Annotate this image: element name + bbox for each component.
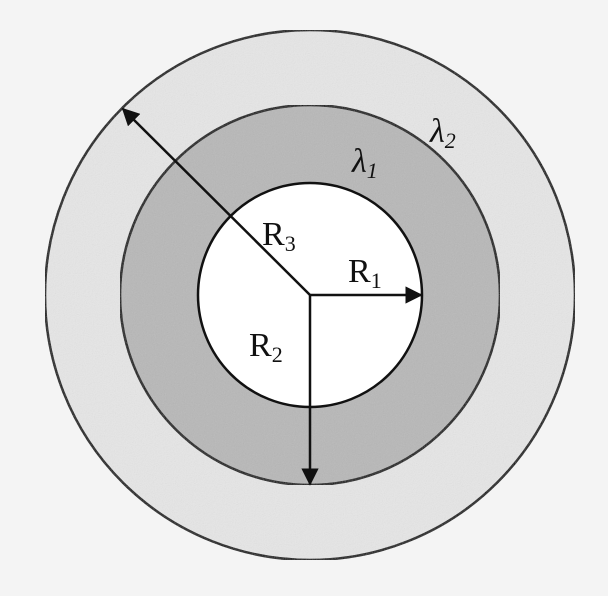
lambda1-label: λ1 xyxy=(351,143,378,183)
r1-label: R1 xyxy=(348,253,382,293)
r3-arrow xyxy=(121,107,311,296)
lambda2-label: λ2 xyxy=(429,113,456,153)
r3-label: R3 xyxy=(262,216,296,256)
r2-label: R2 xyxy=(249,327,283,367)
